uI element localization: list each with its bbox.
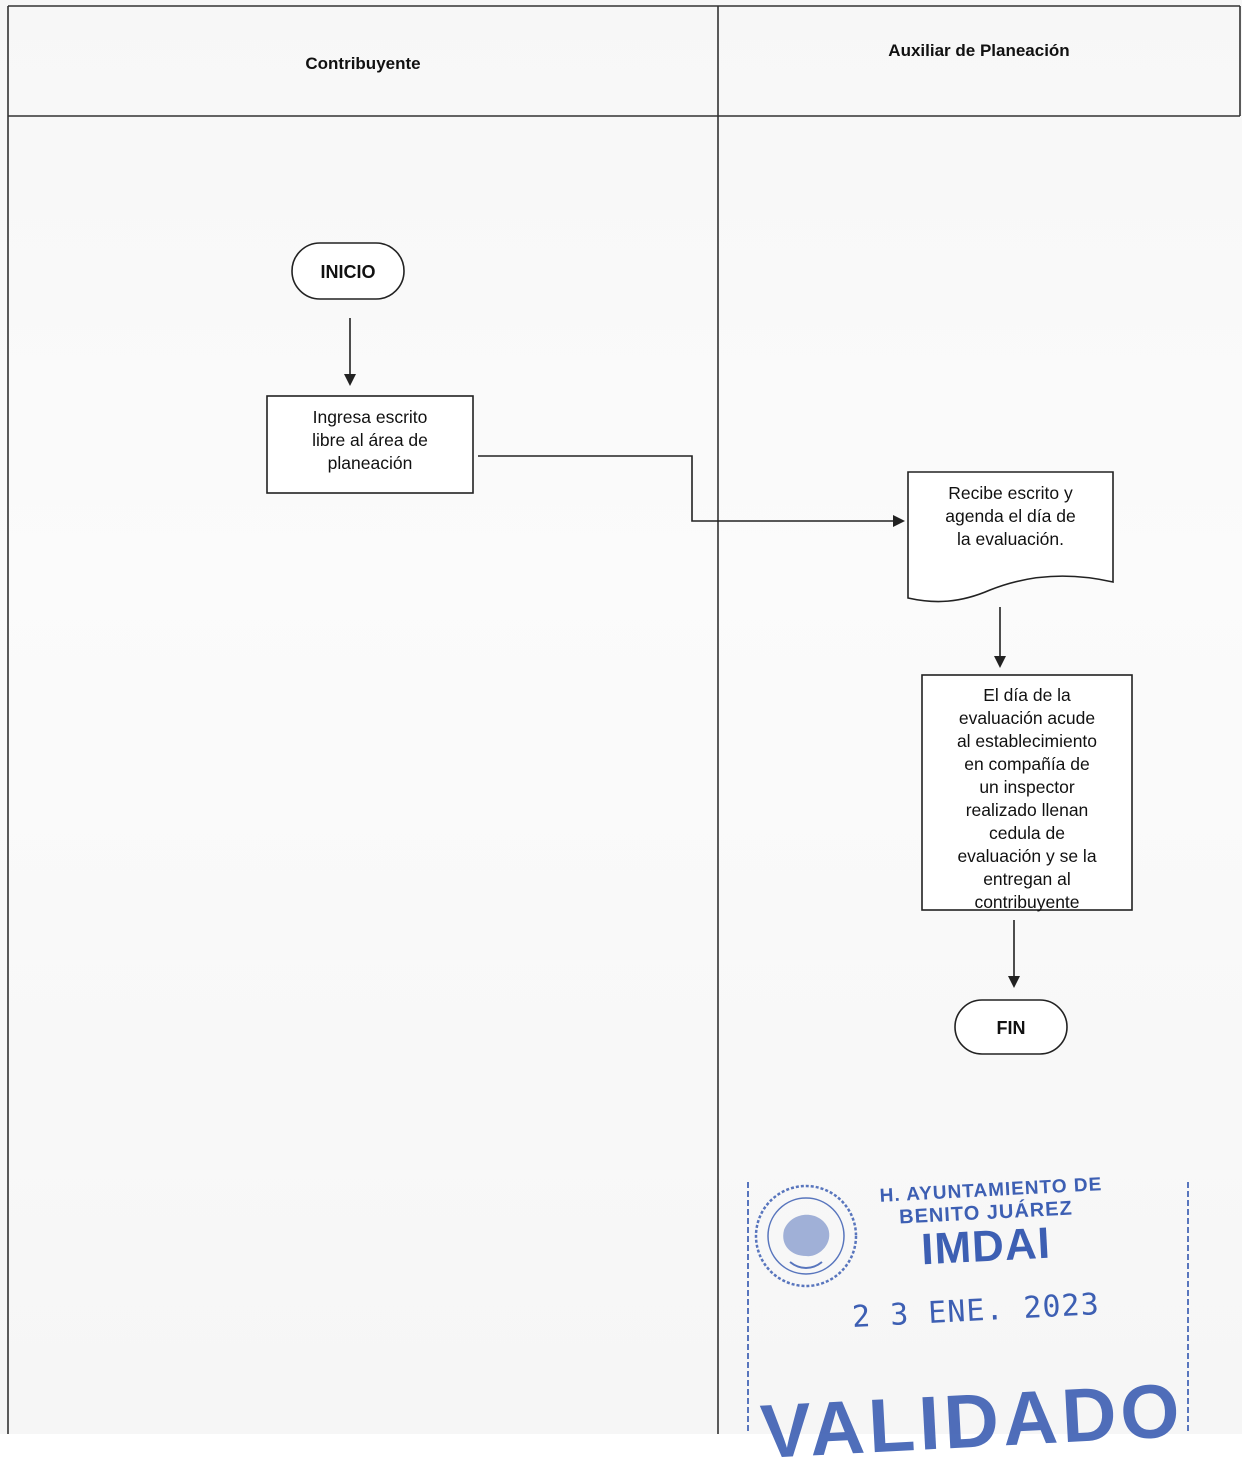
lane-header-contribuyente: Contribuyente (305, 54, 421, 73)
start-label: INICIO (320, 262, 376, 282)
step2-text: Recibe escrito y agenda el día de la eva… (945, 483, 1076, 549)
document-shape-recibe-escrito (907, 471, 1114, 603)
lane-header-auxiliar-planeacion: Auxiliar de Planeación (888, 41, 1070, 60)
seal-emblem (754, 1184, 858, 1288)
validation-stamp (747, 1182, 1189, 1434)
step1-text: Ingresa escrito libre al área de planeac… (312, 407, 428, 473)
step3-text: El día de la evaluación acude al estable… (956, 685, 1098, 912)
process-box-ingresa-escrito (266, 395, 474, 494)
flowchart-canvas (7, 5, 1241, 1434)
arrow-step1-to-step2 (478, 455, 905, 527)
end-terminal (954, 999, 1068, 1055)
end-label: FIN (996, 1018, 1026, 1038)
start-terminal (291, 242, 405, 300)
process-box-evaluacion (921, 674, 1133, 911)
swimlane-frame (7, 5, 1241, 1434)
